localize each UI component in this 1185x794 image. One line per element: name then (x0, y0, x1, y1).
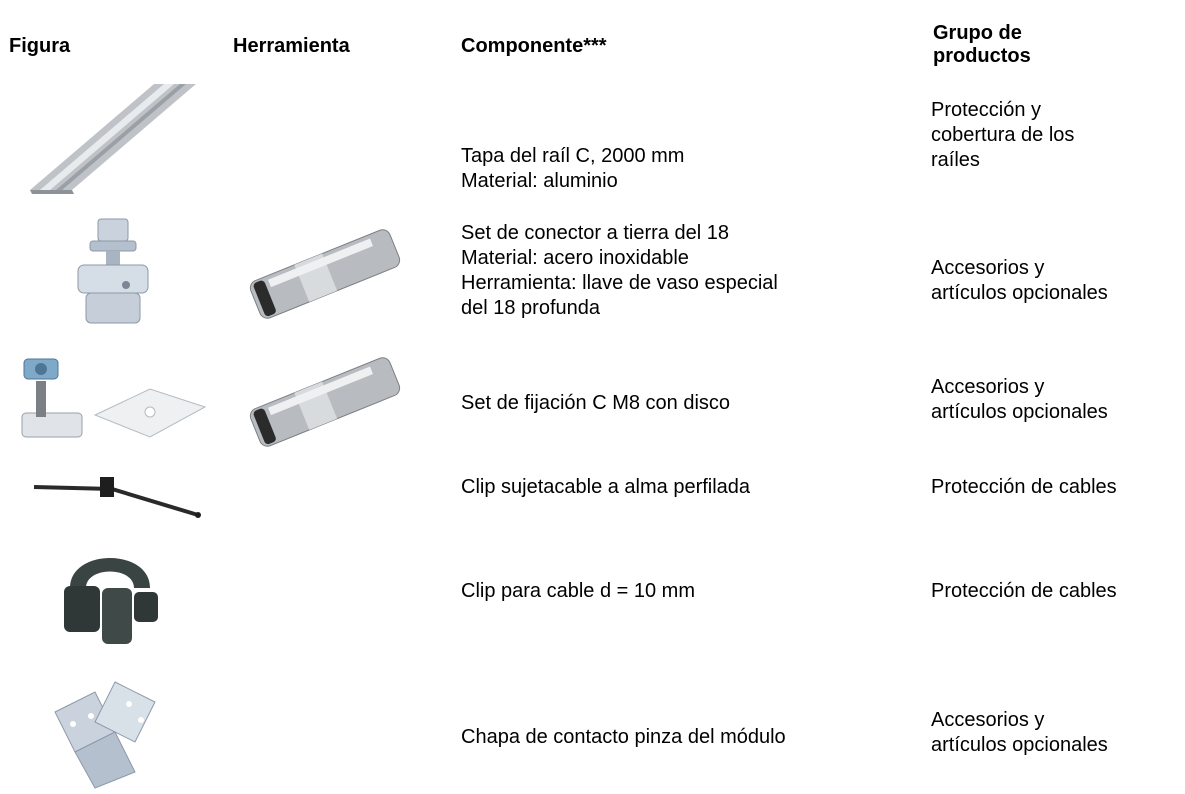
component-line: Herramienta: llave de vaso especial (461, 272, 778, 294)
component-cell: Clip para cable d = 10 mm (461, 579, 695, 604)
cable-clip-icon (50, 528, 170, 653)
component-line: Clip para cable d = 10 mm (461, 580, 696, 602)
component-line: Chapa de contacto pinza del módulo (461, 726, 786, 748)
component-line: Set de conector a tierra del 18 (461, 222, 729, 244)
component-line: Clip sujetacable a alma perfilada (461, 476, 751, 498)
group-line: Accesorios y (931, 709, 1045, 731)
c-rail-cover-icon (14, 82, 196, 194)
group-line: Protección de cables (931, 580, 1117, 602)
group-line: Protección y (931, 99, 1042, 121)
component-cell: Set de conector a tierra del 18 Material… (461, 221, 778, 321)
component-line: Material: aluminio (461, 170, 618, 192)
group-cell: Protección de cables (931, 475, 1117, 500)
module-clamp-contact-plate-icon (45, 672, 175, 790)
group-line: cobertura de los (931, 124, 1075, 146)
deep-socket-wrench-icon (240, 224, 410, 324)
component-line: Tapa del raíl C, 2000 mm (461, 145, 685, 167)
group-line: Protección de cables (931, 476, 1117, 498)
group-cell: Protección de cables (931, 579, 1117, 604)
group-line: Accesorios y (931, 376, 1045, 398)
group-line: artículos opcionales (931, 734, 1108, 756)
component-cell: Set de fijación C M8 con disco (461, 391, 730, 416)
group-line: raíles (931, 149, 980, 171)
component-line: Set de fijación C M8 con disco (461, 392, 731, 414)
group-line: Accesorios y (931, 257, 1045, 279)
header-herramienta: Herramienta (233, 35, 350, 57)
group-cell: Accesorios y artículos opcionales (931, 708, 1108, 758)
earth-connector-set-icon (70, 215, 155, 332)
component-cell: Chapa de contacto pinza del módulo (461, 725, 786, 750)
component-cell: Tapa del raíl C, 2000 mm Material: alumi… (461, 144, 684, 194)
header-grupo-productos: Grupo de productos (933, 22, 1031, 68)
header-componente: Componente*** (461, 35, 607, 57)
header-figura: Figura (9, 35, 71, 57)
deep-socket-wrench-icon (240, 352, 410, 452)
component-line: Material: acero inoxidable (461, 247, 689, 269)
component-cell: Clip sujetacable a alma perfilada (461, 475, 750, 500)
group-line: artículos opcionales (931, 401, 1108, 423)
group-cell: Accesorios y artículos opcionales (931, 375, 1108, 425)
header-grupo-line1: Grupo de (933, 22, 1022, 44)
cable-tie-clip-icon (30, 465, 210, 525)
fixing-set-with-disc-icon (10, 345, 210, 453)
group-cell: Accesorios y artículos opcionales (931, 256, 1108, 306)
group-cell: Protección y cobertura de los raíles (931, 98, 1074, 173)
component-line: del 18 profunda (461, 297, 601, 319)
group-line: artículos opcionales (931, 282, 1108, 304)
header-grupo-line2: productos (933, 45, 1031, 67)
